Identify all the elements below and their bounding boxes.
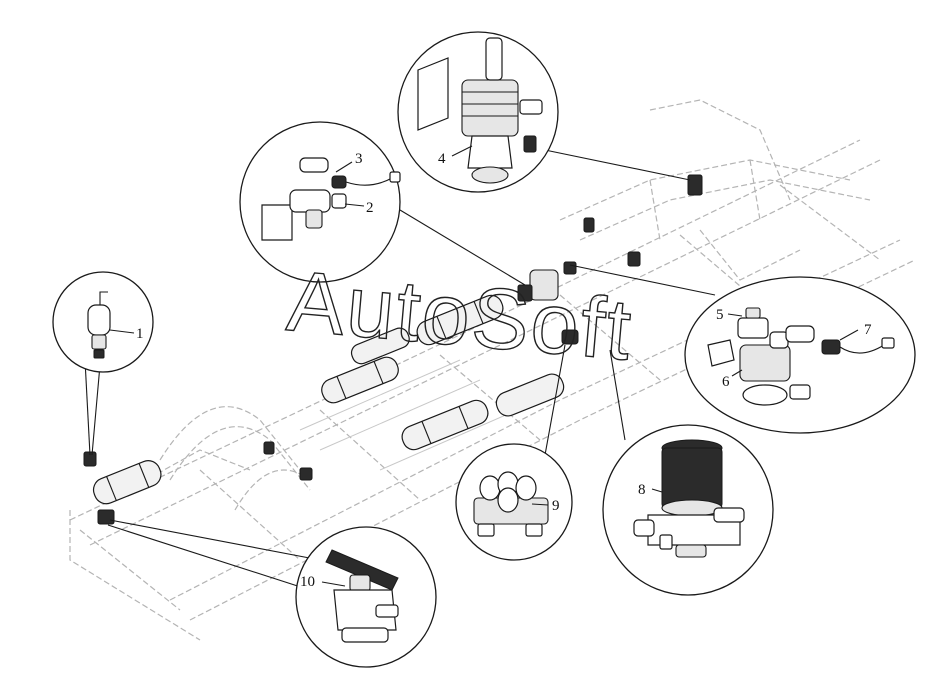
part-8-air-dryer xyxy=(633,439,745,558)
part-9-four-circuit-valve xyxy=(473,471,549,537)
part-6-relay-valve xyxy=(707,325,815,406)
part-7-sensor xyxy=(821,337,895,355)
part-1-valve xyxy=(87,291,111,359)
callout-circle-2-3 xyxy=(239,121,401,283)
callout-label-10: 10 xyxy=(300,574,315,590)
callout-circle-9 xyxy=(455,443,573,561)
callout-ellipse-5-6-7 xyxy=(684,276,916,434)
part-5-fitting xyxy=(737,307,769,339)
callout-circle-8 xyxy=(602,424,774,596)
callout-label-7: 7 xyxy=(864,322,872,338)
callout-labels: 1 2 3 4 5 6 7 8 9 10 xyxy=(136,151,872,590)
callout-label-6: 6 xyxy=(722,374,730,390)
callout-label-9: 9 xyxy=(552,498,560,514)
callout-circle-10 xyxy=(295,526,437,668)
leader-lines xyxy=(84,149,716,591)
part-4-dryer-valve xyxy=(417,37,543,184)
callout-label-3: 3 xyxy=(355,151,363,167)
callout-label-5: 5 xyxy=(716,307,724,323)
part-10-brake-valve xyxy=(325,549,399,643)
callout-label-8: 8 xyxy=(638,482,646,498)
chassis-valves xyxy=(83,174,703,525)
callout-label-1: 1 xyxy=(136,326,144,342)
callout-label-2: 2 xyxy=(366,200,374,216)
callout-circle-1 xyxy=(52,271,154,373)
watermark: AutoSoft xyxy=(284,253,637,379)
part-2-valve xyxy=(261,189,347,241)
air-tanks xyxy=(92,294,565,505)
callout-circle-4 xyxy=(397,31,559,193)
callout-label-4: 4 xyxy=(438,151,446,167)
part-3-sensor xyxy=(299,157,401,189)
